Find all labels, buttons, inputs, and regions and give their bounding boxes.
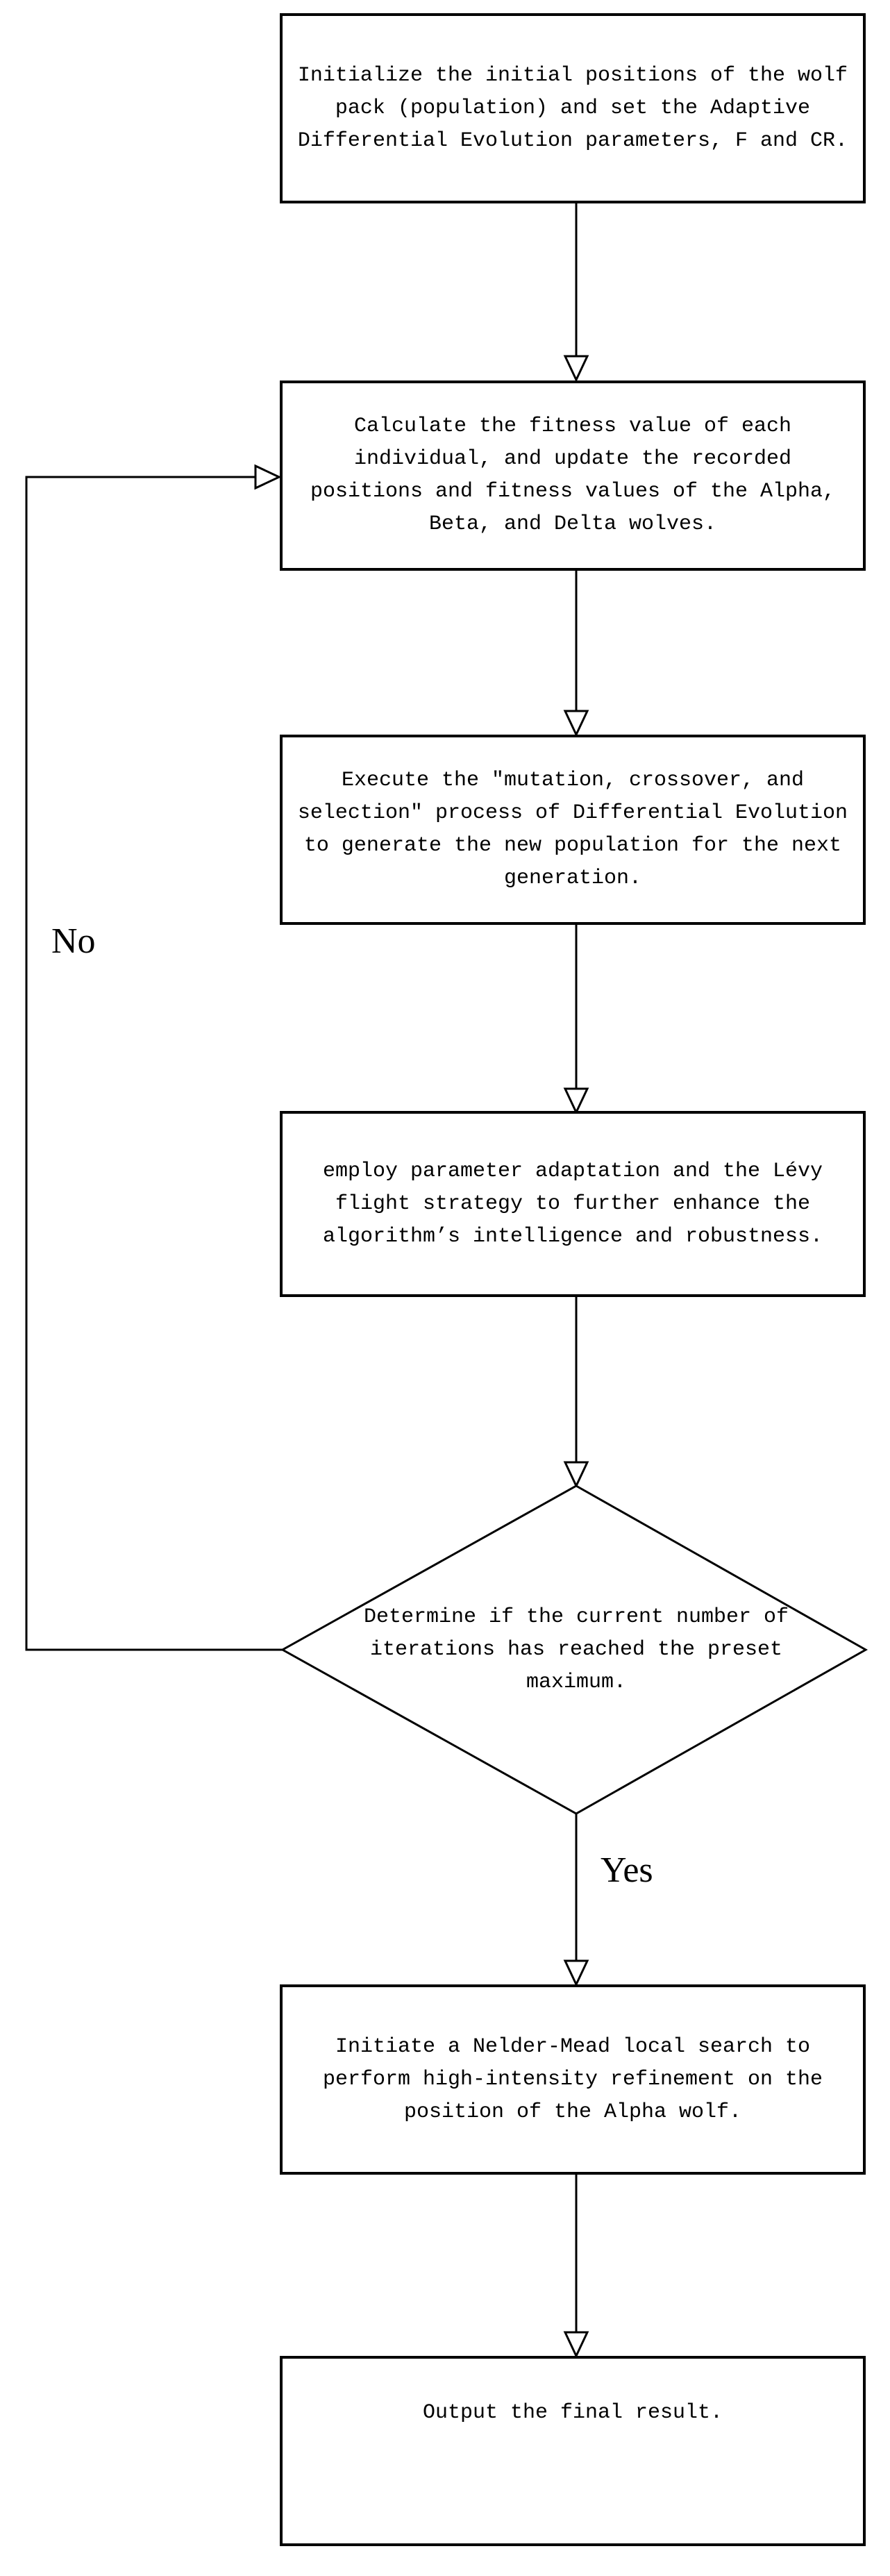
- arrowhead-down-icon: [563, 1087, 589, 1115]
- process-box-evolution: Execute the ″mutation, crossover, and se…: [280, 735, 866, 925]
- branch-label-no: No: [51, 921, 96, 961]
- process-box-initialize-text: Initialize the initial positions of the …: [297, 63, 848, 153]
- process-box-initialize: Initialize the initial positions of the …: [280, 13, 866, 203]
- arrowhead-down-icon: [563, 710, 589, 737]
- branch-label-yes: Yes: [601, 1850, 653, 1890]
- arrowhead-down-icon: [563, 2331, 589, 2359]
- arrowhead-down-icon: [563, 355, 589, 383]
- decision-diamond-text: Determine if the current number of itera…: [363, 1605, 789, 1694]
- process-box-levy: employ parameter adaptation and the Lévy…: [280, 1111, 866, 1297]
- no-loop-line: [25, 476, 283, 1651]
- arrowhead-down-icon: [563, 1959, 589, 1987]
- process-box-evolution-text: Execute the ″mutation, crossover, and se…: [297, 769, 848, 890]
- process-box-nelder-mead-text: Initiate a Nelder-Mead local search to p…: [322, 2034, 823, 2124]
- decision-diamond-shape: [280, 1484, 868, 1815]
- arrowhead-down-icon: [563, 1461, 589, 1489]
- process-box-fitness-text: Calculate the fitness value of each indi…: [310, 415, 836, 536]
- arrowhead-right-icon: [254, 464, 282, 490]
- process-box-levy-text: employ parameter adaptation and the Lévy…: [322, 1159, 823, 1248]
- process-box-fitness: Calculate the fitness value of each indi…: [280, 380, 866, 571]
- process-box-output: Output the final result.: [280, 2356, 866, 2546]
- process-box-nelder-mead: Initiate a Nelder-Mead local search to p…: [280, 1984, 866, 2175]
- process-box-output-text: Output the final result.: [422, 2400, 723, 2425]
